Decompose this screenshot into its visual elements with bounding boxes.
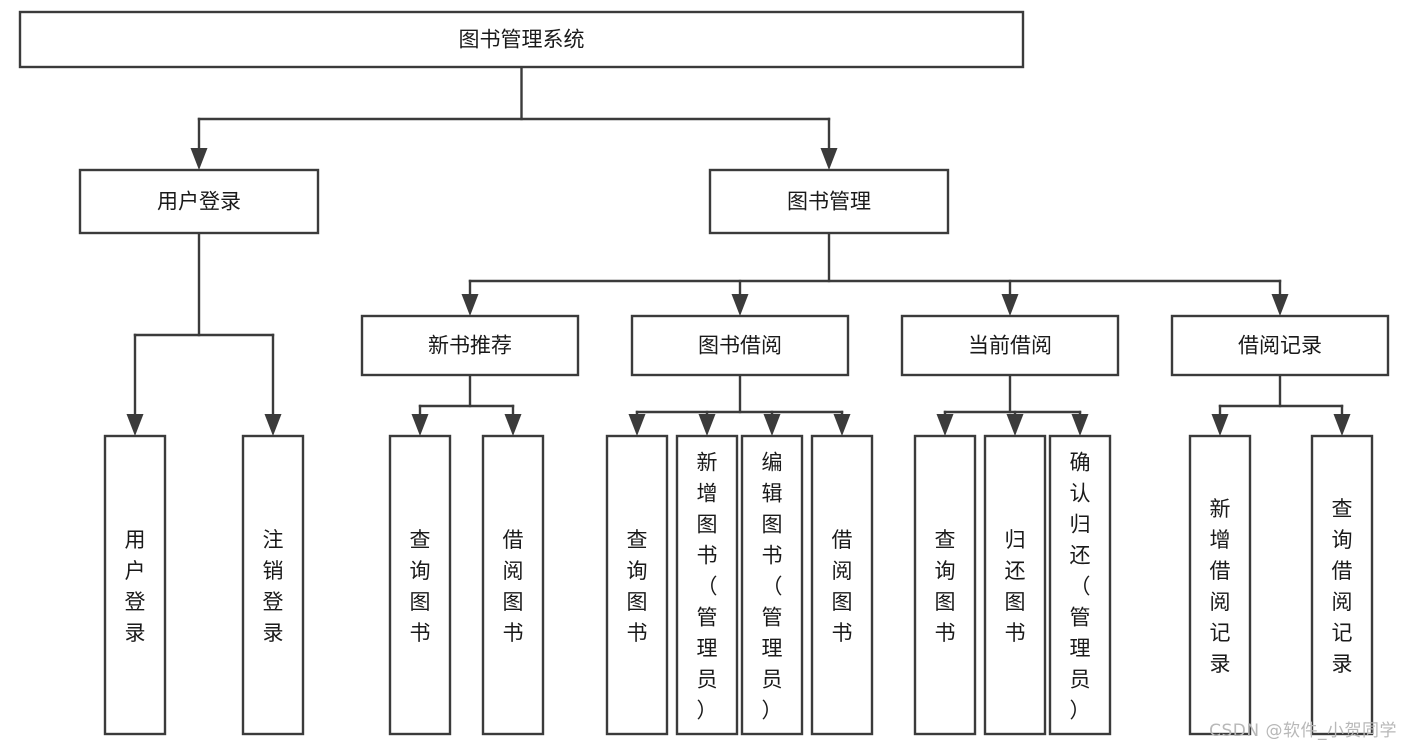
node-box	[1188, 434, 1252, 736]
edge-group-n_user_login	[126, 231, 282, 436]
edge-group-root	[190, 65, 838, 170]
node-label: 查询图书	[935, 528, 956, 645]
node-l-add-record[interactable]: 新增借阅记录	[1188, 434, 1252, 736]
node-l-borrow-book-2[interactable]: 借阅图书	[810, 434, 874, 736]
node-box	[388, 434, 452, 736]
node-label: 用户登录	[125, 528, 146, 645]
edge-group-n_borrow	[628, 373, 851, 436]
node-l-user-login[interactable]: 用户登录	[103, 434, 167, 736]
node-l-return-book[interactable]: 归还图书	[983, 434, 1047, 736]
node-label: 借阅图书	[832, 528, 853, 645]
node-box	[78, 168, 320, 235]
node-box	[1048, 434, 1112, 736]
edge-group-n_new_book	[411, 373, 522, 436]
edge-group-n_book_mgmt	[461, 231, 1289, 316]
node-box	[708, 168, 950, 235]
node-layer: 图书管理系统用户登录图书管理新书推荐图书借阅当前借阅借阅记录用户登录注销登录查询…	[18, 10, 1390, 736]
node-n-current[interactable]: 当前借阅	[900, 314, 1120, 377]
node-l-add-book[interactable]: 新增图书（管理员）	[675, 434, 739, 736]
node-label: 图书管理系统	[459, 28, 585, 52]
node-l-edit-book[interactable]: 编辑图书（管理员）	[740, 434, 804, 736]
node-box	[900, 314, 1120, 377]
node-label: 图书管理	[787, 190, 871, 214]
node-l-borrow-book-1[interactable]: 借阅图书	[481, 434, 545, 736]
node-box	[605, 434, 669, 736]
node-box	[810, 434, 874, 736]
node-l-query-book-1[interactable]: 查询图书	[388, 434, 452, 736]
node-n-book-mgmt[interactable]: 图书管理	[708, 168, 950, 235]
node-box	[18, 10, 1025, 69]
node-l-query-book-2[interactable]: 查询图书	[605, 434, 669, 736]
edge-group-n_records	[1211, 373, 1351, 436]
node-l-confirm-return[interactable]: 确认归还（管理员）	[1048, 434, 1112, 736]
edge-layer	[126, 65, 1351, 436]
node-n-borrow[interactable]: 图书借阅	[630, 314, 850, 377]
node-box	[913, 434, 977, 736]
node-label: 新增图书（管理员）	[697, 451, 718, 723]
node-label: 新书推荐	[428, 334, 512, 358]
node-n-records[interactable]: 借阅记录	[1170, 314, 1390, 377]
node-box	[983, 434, 1047, 736]
node-label: 借阅图书	[503, 528, 524, 645]
edge-group-n_current	[936, 373, 1089, 436]
node-l-logout[interactable]: 注销登录	[241, 434, 305, 736]
node-n-user-login[interactable]: 用户登录	[78, 168, 320, 235]
node-box	[630, 314, 850, 377]
node-label: 查询图书	[410, 528, 431, 645]
node-label: 注销登录	[263, 528, 284, 645]
node-n-new-book[interactable]: 新书推荐	[360, 314, 580, 377]
node-box	[675, 434, 739, 736]
node-label: 查询图书	[627, 528, 648, 645]
node-label: 借阅记录	[1238, 334, 1322, 358]
node-l-query-record[interactable]: 查询借阅记录	[1310, 434, 1374, 736]
node-label: 查询借阅记录	[1332, 497, 1353, 676]
node-label: 新增借阅记录	[1210, 497, 1231, 676]
node-l-query-book-3[interactable]: 查询图书	[913, 434, 977, 736]
node-label: 图书借阅	[698, 334, 782, 358]
node-box	[481, 434, 545, 736]
node-box	[241, 434, 305, 736]
node-label: 确认归还（管理员）	[1070, 451, 1091, 723]
node-box	[103, 434, 167, 736]
node-label: 编辑图书（管理员）	[762, 451, 783, 723]
node-label: 当前借阅	[968, 334, 1052, 358]
node-box	[740, 434, 804, 736]
node-box	[1310, 434, 1374, 736]
node-box	[360, 314, 580, 377]
node-label: 用户登录	[157, 190, 241, 214]
node-root[interactable]: 图书管理系统	[18, 10, 1025, 69]
node-box	[1170, 314, 1390, 377]
node-label: 归还图书	[1005, 528, 1026, 645]
